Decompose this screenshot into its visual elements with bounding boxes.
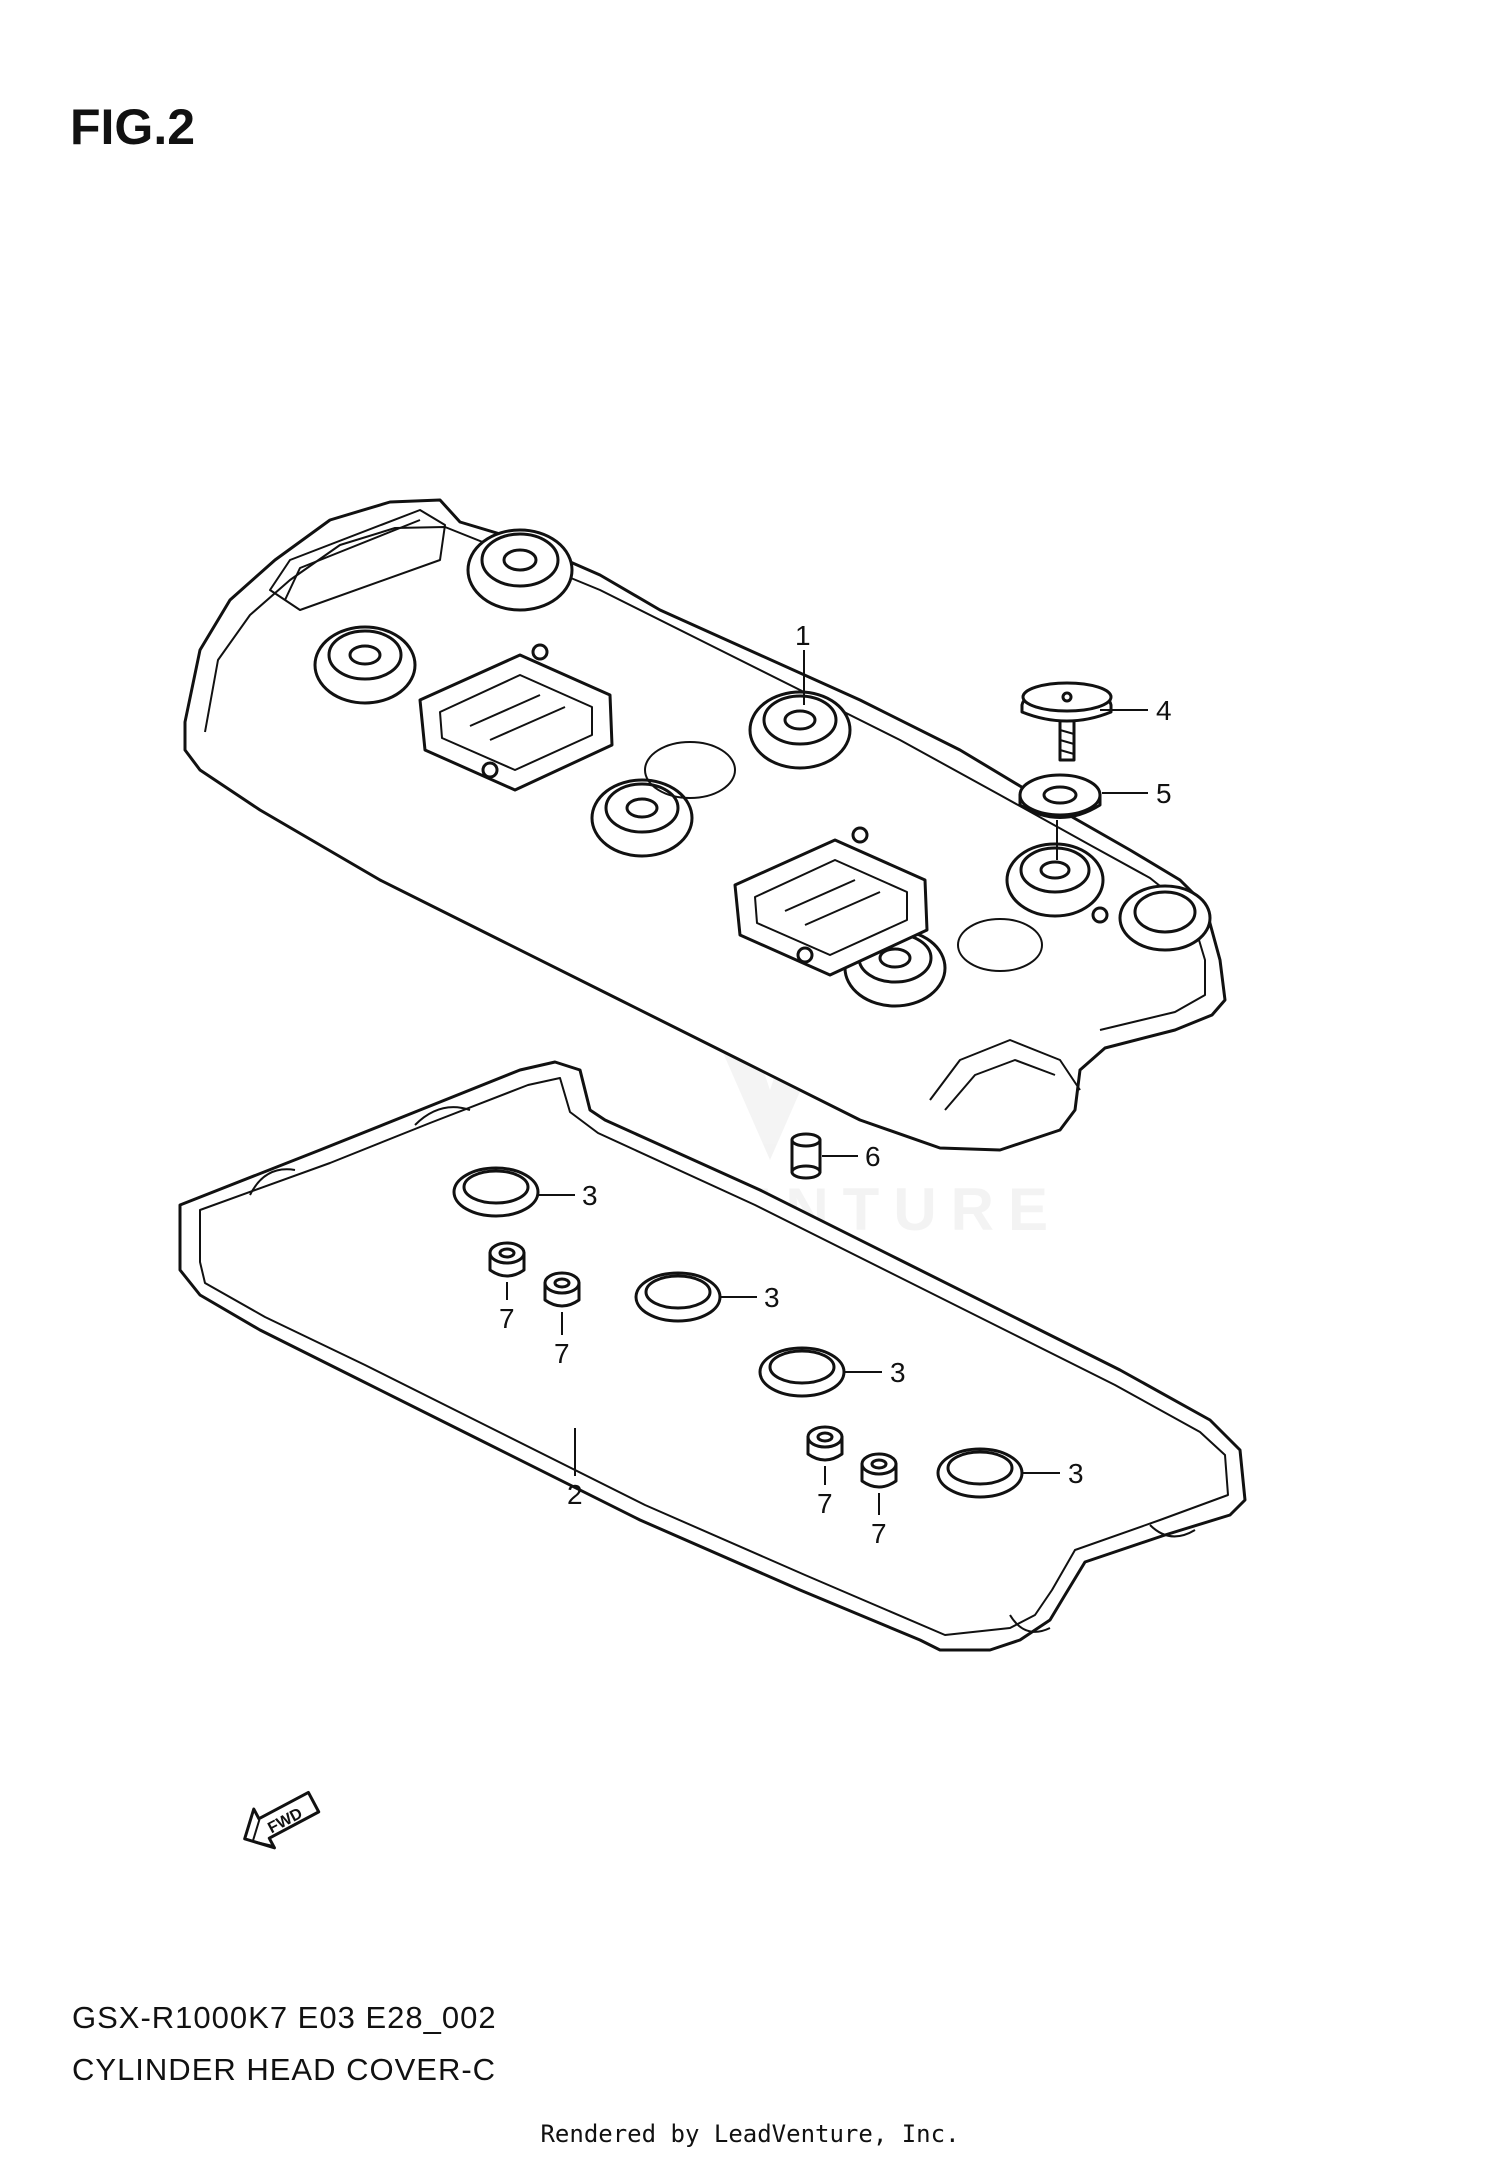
callout-6: 6 — [865, 1141, 881, 1172]
cover-washer[interactable] — [1018, 773, 1102, 860]
callout-4: 4 — [1156, 695, 1172, 726]
cover-gasket[interactable] — [178, 1060, 1247, 1652]
callout-3b: 3 — [764, 1282, 780, 1313]
leader-lines — [506, 650, 1148, 1515]
callout-7c: 7 — [817, 1488, 833, 1519]
callout-2: 2 — [567, 1479, 583, 1510]
small-seal-1[interactable] — [488, 1241, 526, 1278]
model-code: GSX-R1000K7 E03 E28_002 — [72, 2000, 497, 2035]
plug-well-5 — [1005, 842, 1105, 918]
callout-5: 5 — [1156, 778, 1172, 809]
section-name: CYLINDER HEAD COVER-C — [72, 2052, 497, 2087]
plug-hole-seal-2[interactable] — [634, 1271, 722, 1323]
plug-well-3 — [748, 690, 852, 770]
plug-well-4 — [590, 778, 694, 858]
cylinder-head-cover[interactable] — [183, 498, 1227, 1152]
plug-well-1 — [466, 528, 574, 612]
breather-port-right — [733, 838, 929, 977]
callout-3a: 3 — [582, 1180, 598, 1211]
plug-hole-seal-3[interactable] — [758, 1346, 846, 1398]
callout-7d: 7 — [871, 1518, 887, 1549]
small-seal-3[interactable] — [806, 1425, 844, 1462]
dowel-pin[interactable] — [790, 1132, 822, 1180]
callout-1: 1 — [795, 620, 811, 651]
rendered-by-footer: Rendered by LeadVenture, Inc. — [540, 2120, 960, 2148]
callout-3c: 3 — [890, 1357, 906, 1388]
cover-bolt[interactable] — [1020, 681, 1113, 762]
plug-hole-seal-4[interactable] — [936, 1447, 1024, 1499]
plug-well-2 — [313, 625, 417, 705]
small-seal-2[interactable] — [543, 1271, 581, 1308]
plug-hole-seal-1[interactable] — [452, 1166, 540, 1218]
small-seal-4[interactable] — [860, 1452, 898, 1489]
callout-3d: 3 — [1068, 1458, 1084, 1489]
forward-direction-marker: FWD — [243, 1790, 321, 1850]
breather-port-left — [418, 653, 614, 792]
callout-7a: 7 — [499, 1303, 515, 1334]
figure-title: FIG.2 — [70, 99, 196, 155]
oil-filler-neck — [1118, 884, 1212, 952]
callout-7b: 7 — [554, 1338, 570, 1369]
